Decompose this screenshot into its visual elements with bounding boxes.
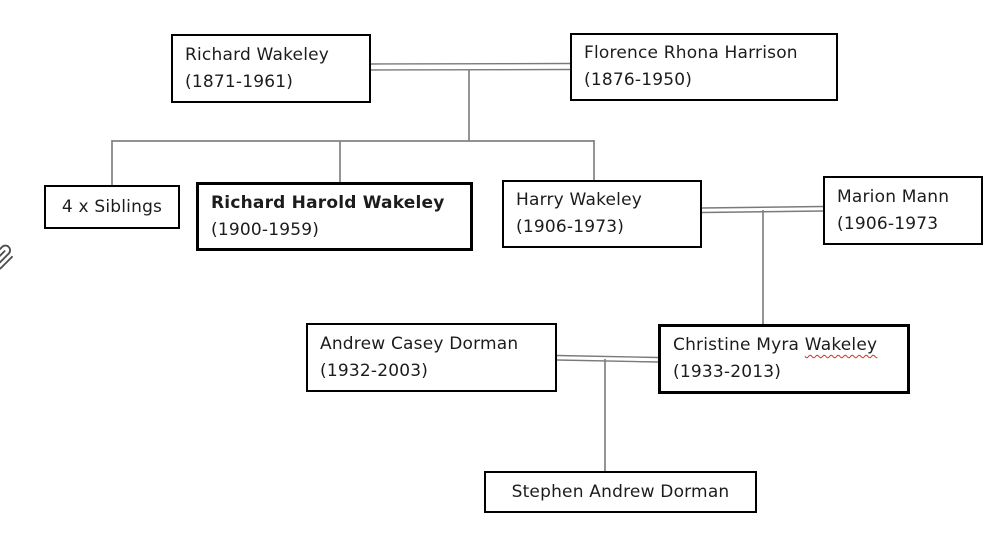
- person-dates: (1906-1973: [837, 213, 939, 234]
- person-name: Harry Wakeley: [516, 190, 643, 210]
- person-name: 4 x Siblings: [61, 196, 163, 217]
- marriage-line-andrew-christine: [556, 354, 659, 359]
- person-dates: (1876-1950): [584, 70, 693, 90]
- person-name-prefix: Christine Myra: [673, 335, 805, 355]
- person-name: Florence Rhona Harrison: [584, 43, 798, 63]
- person-node-siblings[interactable]: 4 x Siblings: [44, 185, 180, 229]
- marriage-line-andrew-christine: [556, 359, 659, 363]
- person-node-florence-rhona-harrison[interactable]: Florence Rhona Harrison (1876-1950): [570, 33, 838, 101]
- person-name: Christine Myra Wakeley: [673, 332, 895, 359]
- person-name: Marion Mann: [837, 186, 950, 207]
- person-name: Stephen Andrew Dorman: [511, 481, 730, 502]
- person-node-andrew-casey-dorman[interactable]: Andrew Casey Dorman (1932-2003): [306, 323, 557, 392]
- person-dates: (1932-2003): [320, 360, 429, 381]
- person-node-richard-wakeley[interactable]: Richard Wakeley (1871-1961): [171, 34, 371, 103]
- person-dates: (1906-1973): [516, 217, 625, 237]
- marriage-line-richard-florence: [370, 62, 571, 65]
- person-name: Richard Harold Wakeley: [211, 192, 445, 213]
- marriage-line-harry-marion: [701, 205, 824, 209]
- person-dates: (1871-1961): [185, 71, 294, 92]
- marriage-line-richard-florence: [370, 68, 571, 71]
- marriage-line-harry-marion: [701, 210, 824, 214]
- person-dates: (1933-2013): [673, 362, 782, 382]
- person-node-christine-myra-wakeley[interactable]: Christine Myra Wakeley (1933-2013): [658, 324, 910, 394]
- person-node-stephen-andrew-dorman[interactable]: Stephen Andrew Dorman: [484, 471, 757, 513]
- paperclip-icon: [0, 244, 13, 270]
- person-dates: (1900-1959): [211, 219, 320, 240]
- person-node-marion-mann[interactable]: Marion Mann (1906-1973: [823, 176, 983, 245]
- person-name-misspelled-word: Wakeley: [804, 335, 878, 355]
- person-node-harry-wakeley[interactable]: Harry Wakeley (1906-1973): [502, 180, 702, 248]
- person-name: Andrew Casey Dorman: [320, 333, 519, 354]
- person-node-richard-harold-wakeley[interactable]: Richard Harold Wakeley (1900-1959): [196, 182, 473, 251]
- person-name: Richard Wakeley: [185, 44, 330, 65]
